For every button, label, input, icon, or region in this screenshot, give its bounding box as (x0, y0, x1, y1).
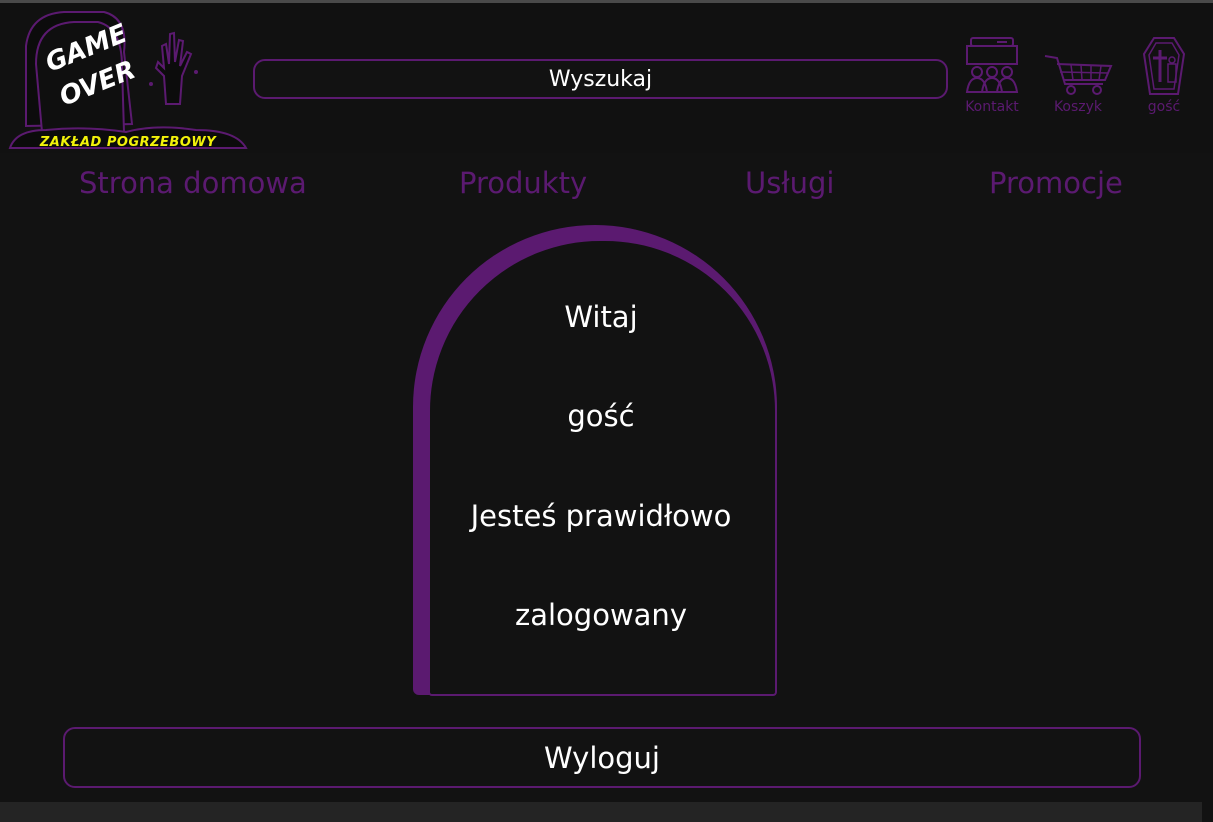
nav-products[interactable]: Produkty (459, 166, 588, 200)
nav-promotions[interactable]: Promocje (989, 166, 1123, 200)
nav-services[interactable]: Usługi (745, 166, 835, 200)
logo[interactable]: GAME OVER ZAKŁAD POGRZEBOWY (6, 6, 250, 152)
welcome-line: Witaj (564, 300, 638, 334)
coffin-cross-icon (1142, 37, 1186, 95)
user-label: gość (1147, 99, 1181, 115)
contact-button[interactable]: Kontakt (956, 36, 1028, 115)
username-line: gość (567, 399, 635, 433)
cart-label: Koszyk (1053, 99, 1103, 115)
contact-label: Kontakt (965, 99, 1019, 115)
window-top-border (0, 0, 1213, 3)
welcome-tombstone (428, 239, 777, 696)
shopping-cart-icon (1044, 55, 1113, 95)
search-label: Wyszukaj (548, 66, 653, 92)
search-input[interactable]: Wyszukaj (253, 59, 948, 99)
logout-label: Wyloguj (544, 740, 660, 775)
status-line-2: zalogowany (515, 598, 687, 632)
coffin-people-icon (965, 37, 1019, 93)
status-line: Jesteś prawidłowo (470, 499, 732, 533)
nav-home[interactable]: Strona domowa (79, 166, 307, 200)
logout-button[interactable]: Wyloguj (63, 727, 1141, 788)
user-button[interactable]: gość (1128, 36, 1200, 115)
tombstone-logo-icon: GAME OVER ZAKŁAD POGRZEBOWY (8, 11, 248, 150)
horizontal-scrollbar[interactable] (0, 802, 1202, 822)
logo-subtitle: ZAKŁAD POGRZEBOWY (39, 135, 217, 150)
cart-button[interactable]: Koszyk (1042, 36, 1114, 115)
